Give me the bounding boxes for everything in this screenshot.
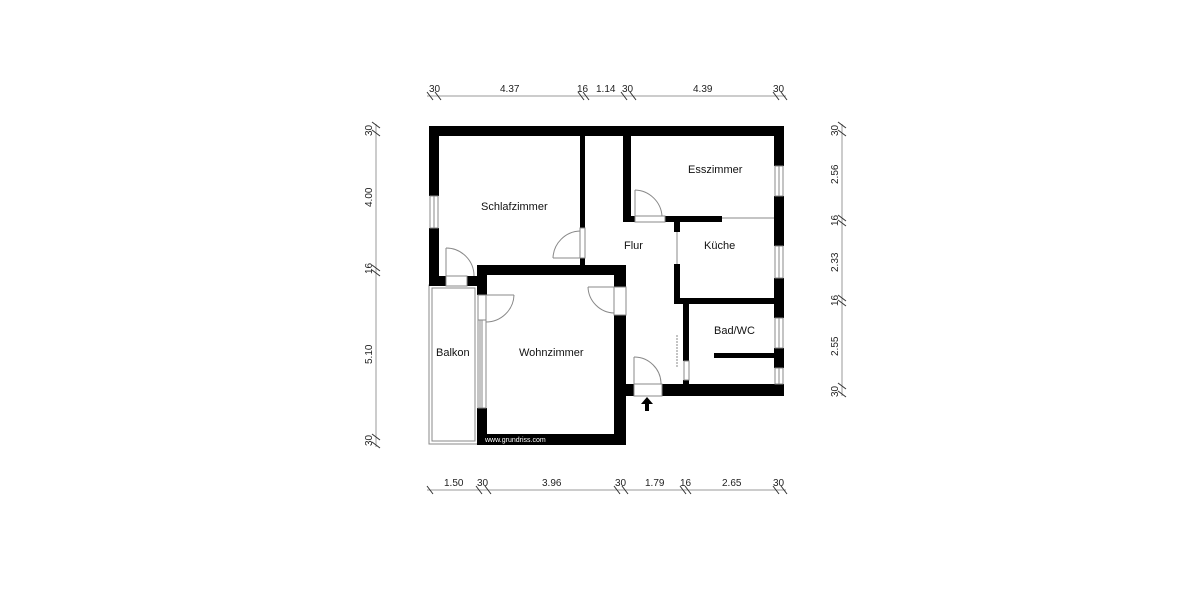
balcony: [428, 284, 479, 445]
dimension-line-bottom: [426, 485, 788, 495]
dim-right-3: 2.33: [830, 252, 841, 272]
dim-top-0: 30: [429, 84, 441, 95]
dim-bottom-3: 30: [615, 478, 627, 489]
room-label-schlafzimmer: Schlafzimmer: [481, 201, 548, 213]
windows: [429, 165, 784, 409]
dim-right-0: 30: [830, 124, 841, 136]
dim-top-6: 30: [773, 84, 785, 95]
dimension-labels-right: 30 2.56 16 2.33 16 2.55 30: [830, 124, 841, 397]
dim-left-2: 16: [364, 262, 375, 274]
walls: [429, 126, 784, 445]
dim-right-5: 2.55: [830, 336, 841, 356]
room-label-esszimmer: Esszimmer: [688, 164, 743, 176]
dim-right-1: 2.56: [830, 164, 841, 184]
dim-right-4: 16: [830, 294, 841, 306]
dimension-line-left: [371, 121, 381, 449]
room-label-wohnzimmer: Wohnzimmer: [519, 347, 584, 359]
watermark: www.grundriss.com: [484, 437, 546, 444]
dim-left-1: 4.00: [364, 187, 375, 207]
dim-bottom-5: 16: [680, 478, 692, 489]
dim-top-3: 1.14: [596, 84, 616, 95]
dim-bottom-4: 1.79: [645, 478, 665, 489]
room-labels: Schlafzimmer Esszimmer Flur Küche Wohnzi…: [436, 164, 755, 359]
dim-bottom-0: 1.50: [444, 478, 464, 489]
entrance-arrow-icon: [641, 397, 653, 411]
dimension-line-top: [426, 91, 788, 101]
dim-bottom-7: 30: [773, 478, 785, 489]
dim-bottom-2: 3.96: [542, 478, 562, 489]
dimension-labels-left: 30 4.00 16 5.10 30: [364, 124, 375, 446]
dim-top-4: 30: [622, 84, 634, 95]
dim-right-2: 16: [830, 214, 841, 226]
dim-top-2: 16: [577, 84, 589, 95]
dim-right-6: 30: [830, 385, 841, 397]
room-label-balkon: Balkon: [436, 347, 470, 359]
room-label-kueche: Küche: [704, 240, 735, 252]
dim-bottom-6: 2.65: [722, 478, 742, 489]
room-label-flur: Flur: [624, 240, 643, 252]
dim-left-3: 5.10: [364, 344, 375, 364]
room-label-bad-wc: Bad/WC: [714, 325, 755, 337]
dim-left-4: 30: [364, 434, 375, 446]
dim-top-5: 4.39: [693, 84, 713, 95]
dimension-labels-top: 30 4.37 16 1.14 30 4.39 30: [429, 84, 785, 95]
dim-left-0: 30: [364, 124, 375, 136]
dim-top-1: 4.37: [500, 84, 520, 95]
doors: [445, 189, 774, 397]
dimension-labels-bottom: 1.50 30 3.96 30 1.79 16 2.65 30: [444, 478, 785, 489]
dim-bottom-1: 30: [477, 478, 489, 489]
dimension-line-right: [837, 121, 847, 398]
